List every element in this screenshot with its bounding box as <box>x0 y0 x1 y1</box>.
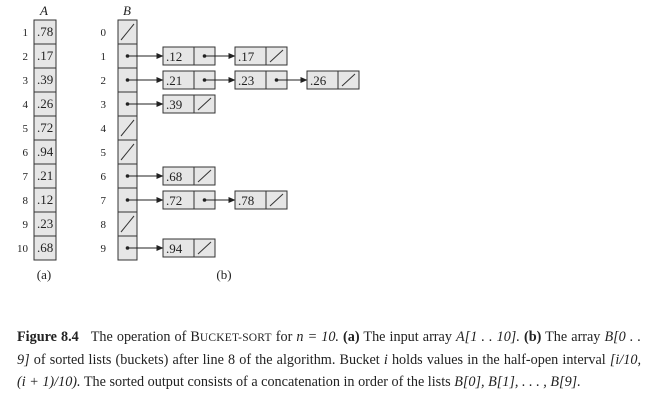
node-value: .39 <box>166 97 182 112</box>
algorithm-name-initial: B <box>190 329 200 345</box>
array-b-ref: B[0 . . 9] <box>17 329 642 368</box>
null-pointer-slash <box>341 73 356 87</box>
lists-ref: B[0], B[1], . . . , B[9]. <box>454 374 581 390</box>
algorithm-name-rest: UCKET-SORT <box>199 332 272 344</box>
array-b-index: 5 <box>101 147 107 159</box>
array-a-value: .68 <box>37 240 53 255</box>
node-value: .26 <box>310 73 327 88</box>
null-pointer-slash <box>120 23 135 41</box>
node-value: .72 <box>166 193 182 208</box>
array-a-index: 5 <box>23 123 29 135</box>
null-pointer-slash <box>269 49 284 63</box>
figure-caption: Figure 8.4 The operation of BUCKET-SORT … <box>17 326 641 393</box>
part-a-label: (a) <box>343 329 360 345</box>
node-value: .23 <box>238 73 254 88</box>
array-a-value: .78 <box>37 24 53 39</box>
list-node <box>234 190 288 210</box>
bucket-index: i <box>383 352 388 368</box>
null-pointer-slash <box>269 193 284 207</box>
array-b-index: 8 <box>101 219 107 231</box>
array-a: .78 1 .17 2 .39 3 .26 4 .72 5 .94 6 .21 7 .12 8 .23 9 .68 1… <box>17 19 57 261</box>
interval: [i/10, (i + 1)/10). <box>17 352 641 390</box>
caption-text: The array <box>541 329 605 345</box>
node-value: .17 <box>238 49 255 64</box>
part-b-label: (b) <box>519 329 542 345</box>
array-b: 0 1 .12 .17 2 .21 .23 .26 3 .39 4 5 6 .68 7 .72 .78 8 9 .94 <box>101 19 360 261</box>
array-b-index: 4 <box>101 123 107 135</box>
array-a-ref: A[1 . . 10]. <box>456 329 520 345</box>
array-a-value: .72 <box>37 120 53 135</box>
caption-text: The sorted output consists of a concaten… <box>80 374 455 390</box>
node-value: .21 <box>166 73 182 88</box>
null-pointer-slash <box>197 241 212 255</box>
array-a-index: 6 <box>23 147 29 159</box>
array-a-value: .39 <box>37 72 53 87</box>
list-node <box>306 70 360 90</box>
array-b-index: 1 <box>101 51 107 63</box>
node-value: .78 <box>238 193 254 208</box>
array-a-index: 7 <box>23 171 29 183</box>
array-a-index: 9 <box>23 219 29 231</box>
null-pointer-slash <box>120 143 135 161</box>
null-pointer-slash <box>120 119 135 137</box>
array-a-value: .17 <box>37 48 54 63</box>
panel-label-a: (a) <box>37 267 51 282</box>
array-a-name: A <box>39 3 48 18</box>
list-node <box>162 94 216 114</box>
array-a-index: 10 <box>17 243 29 255</box>
list-node <box>162 238 216 258</box>
array-a-index: 4 <box>23 99 29 111</box>
array-a-index: 2 <box>23 51 29 63</box>
caption-text: of sorted lists (buckets) after line 8 o… <box>29 352 384 368</box>
array-b-index: 6 <box>101 171 107 183</box>
node-value: .68 <box>166 169 182 184</box>
list-node <box>162 166 216 186</box>
array-a-cell <box>33 235 57 261</box>
node-value: .12 <box>166 49 182 64</box>
bucket-sort-diagram: A B .78 1 .17 2 .39 3 .26 4 .72 5 .94 6 .21 7 .12 8 .23 9… <box>17 3 360 282</box>
null-pointer-slash <box>197 97 212 111</box>
array-a-value: .21 <box>37 168 53 183</box>
list-node <box>234 46 288 66</box>
array-b-index: 2 <box>101 75 107 87</box>
n-equals: n = 10. <box>296 329 339 345</box>
array-a-value: .26 <box>37 96 54 111</box>
array-a-index: 1 <box>23 27 29 39</box>
null-pointer-slash <box>197 169 212 183</box>
array-a-index: 3 <box>23 75 29 87</box>
array-a-index: 8 <box>23 195 29 207</box>
array-b-index: 9 <box>101 243 107 255</box>
array-a-value: .94 <box>37 144 54 159</box>
caption-text: The input array <box>359 329 457 345</box>
array-b-index: 3 <box>101 99 107 111</box>
array-b-name: B <box>123 3 131 18</box>
array-a-value: .12 <box>37 192 53 207</box>
figure-label: Figure 8.4 <box>17 329 79 345</box>
array-a-value: .23 <box>37 216 53 231</box>
caption-text: for <box>271 329 297 345</box>
null-pointer-slash <box>120 215 135 233</box>
array-b-index: 7 <box>101 195 107 207</box>
panel-label-b: (b) <box>216 267 231 282</box>
array-b-index: 0 <box>101 27 107 39</box>
caption-text: The operation of <box>90 329 191 345</box>
caption-text: holds values in the half-open interval <box>387 352 610 368</box>
node-value: .94 <box>166 241 183 256</box>
